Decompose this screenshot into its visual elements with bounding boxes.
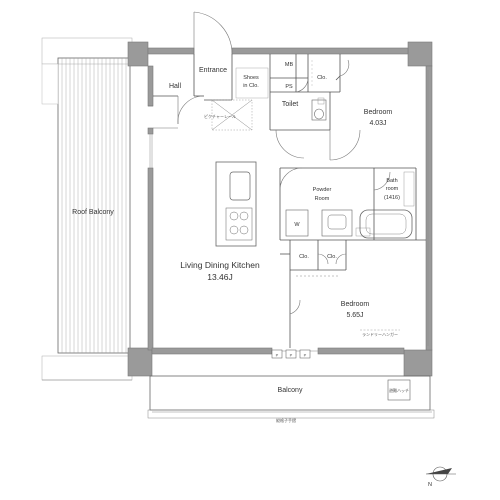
pipe-boxes xyxy=(271,349,311,359)
bedroom2-size: 5.65J xyxy=(346,312,363,319)
fixtures xyxy=(211,60,415,331)
balcony-area xyxy=(147,375,435,419)
pipe-label-3: P xyxy=(304,353,307,358)
bedroom2-label: Bedroom xyxy=(341,301,370,308)
bedroom1-size: 4.03J xyxy=(369,120,386,127)
pipe-label-1: P xyxy=(276,353,279,358)
toilet-fixture xyxy=(311,97,327,121)
picture-rail-note: ピクチャーレール xyxy=(204,113,236,119)
bathroom-label: Bath xyxy=(386,178,397,184)
bedroom1-label: Bedroom xyxy=(364,109,393,116)
powder-room-fixtures xyxy=(285,209,371,237)
ldk-label: Living Dining Kitchen xyxy=(180,260,260,270)
bathroom-size: (1416) xyxy=(384,195,400,201)
interior-walls xyxy=(153,54,426,348)
north-arrow-label: N xyxy=(428,482,432,488)
ldk-size: 13.46J xyxy=(207,272,233,282)
powder-room-label: Powder xyxy=(313,187,332,193)
roof-balcony-area xyxy=(41,37,133,381)
mb-label: MB xyxy=(285,62,294,68)
closet-dashes xyxy=(296,60,340,277)
closet-mid-1-label: Clo. xyxy=(299,254,309,260)
north-arrow: N xyxy=(426,466,456,488)
washer-label: W xyxy=(294,222,300,228)
ps-label: PS xyxy=(285,84,293,90)
bathroom-label-2: room xyxy=(386,186,399,192)
hall-label: Hall xyxy=(169,83,182,90)
closet-top-label: Clo. xyxy=(317,75,327,81)
laundry-hanger-note: ランドリーハンガー xyxy=(362,331,398,337)
entrance-label: Entrance xyxy=(199,67,227,74)
evac-hatch-note: 避難ハッチ xyxy=(389,387,409,393)
kitchen-counter xyxy=(215,161,257,247)
roof-balcony-label: Roof Balcony xyxy=(72,209,114,216)
doors xyxy=(148,11,391,315)
bathtub xyxy=(359,171,415,239)
powder-room-label-2: Room xyxy=(315,196,330,202)
closet-mid-2-label: Clo. xyxy=(327,254,337,260)
roof-balcony-slats xyxy=(61,58,127,353)
outer-walls xyxy=(127,41,433,377)
shoes-closet-label-2: in Clo. xyxy=(243,83,259,89)
handrail-note: 縦格子手摺 xyxy=(276,417,296,423)
shoes-closet-label: Shoes xyxy=(243,75,259,81)
pipe-label-2: P xyxy=(290,353,293,358)
balcony-label: Balcony xyxy=(278,387,303,394)
toilet-label: Toilet xyxy=(282,101,298,108)
